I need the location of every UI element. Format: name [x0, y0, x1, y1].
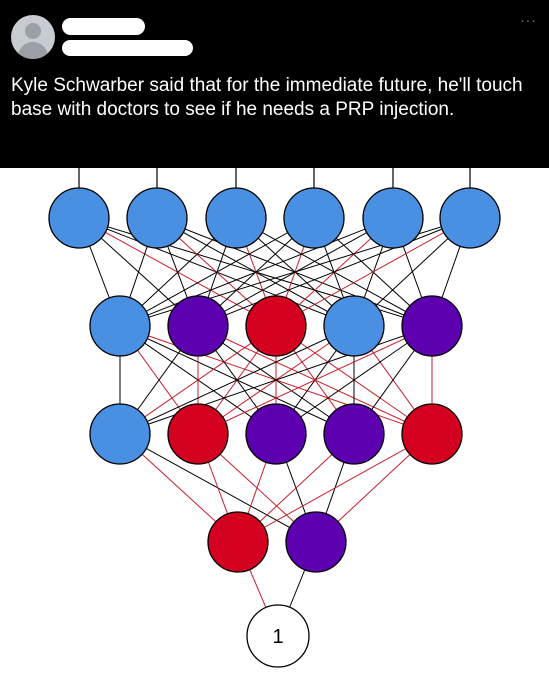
network-edge [119, 325, 433, 435]
output-node-label: 1 [272, 626, 283, 648]
tweet-card: ··· Kyle Schwarber said that for the imm… [0, 0, 549, 168]
network-edge-red [119, 325, 277, 435]
avatar-head-icon [25, 23, 41, 39]
node-blue [362, 187, 424, 249]
network-edge-red [237, 433, 433, 543]
node-blue [323, 295, 385, 357]
node-blue [205, 187, 267, 249]
node-red [401, 403, 463, 465]
network-edge [119, 217, 315, 327]
node-blue [89, 295, 151, 357]
network-nodes: 1 [48, 187, 501, 668]
output-node [246, 604, 310, 668]
node-red [207, 511, 269, 573]
network-edge-red [275, 217, 471, 327]
tweet-text: Kyle Schwarber said that for the immedia… [11, 75, 523, 120]
node-purple [285, 511, 347, 573]
node-purple [323, 403, 385, 465]
node-blue [126, 187, 188, 249]
redacted-display-name[interactable] [62, 18, 145, 35]
more-options-icon[interactable]: ··· [520, 12, 537, 28]
node-red [167, 403, 229, 465]
node-purple [167, 295, 229, 357]
redacted-username[interactable] [62, 40, 193, 56]
network-edge [197, 217, 471, 327]
node-blue [89, 403, 151, 465]
network-edge-red [197, 325, 433, 435]
network-edge [119, 325, 355, 435]
node-blue [48, 187, 110, 249]
node-purple [245, 403, 307, 465]
node-blue [283, 187, 345, 249]
avatar-body-icon [18, 42, 48, 59]
avatar[interactable] [11, 15, 55, 59]
network-edge [275, 325, 433, 435]
node-purple [401, 295, 463, 357]
node-blue [439, 187, 501, 249]
network-edge [119, 217, 394, 327]
node-red [245, 295, 307, 357]
